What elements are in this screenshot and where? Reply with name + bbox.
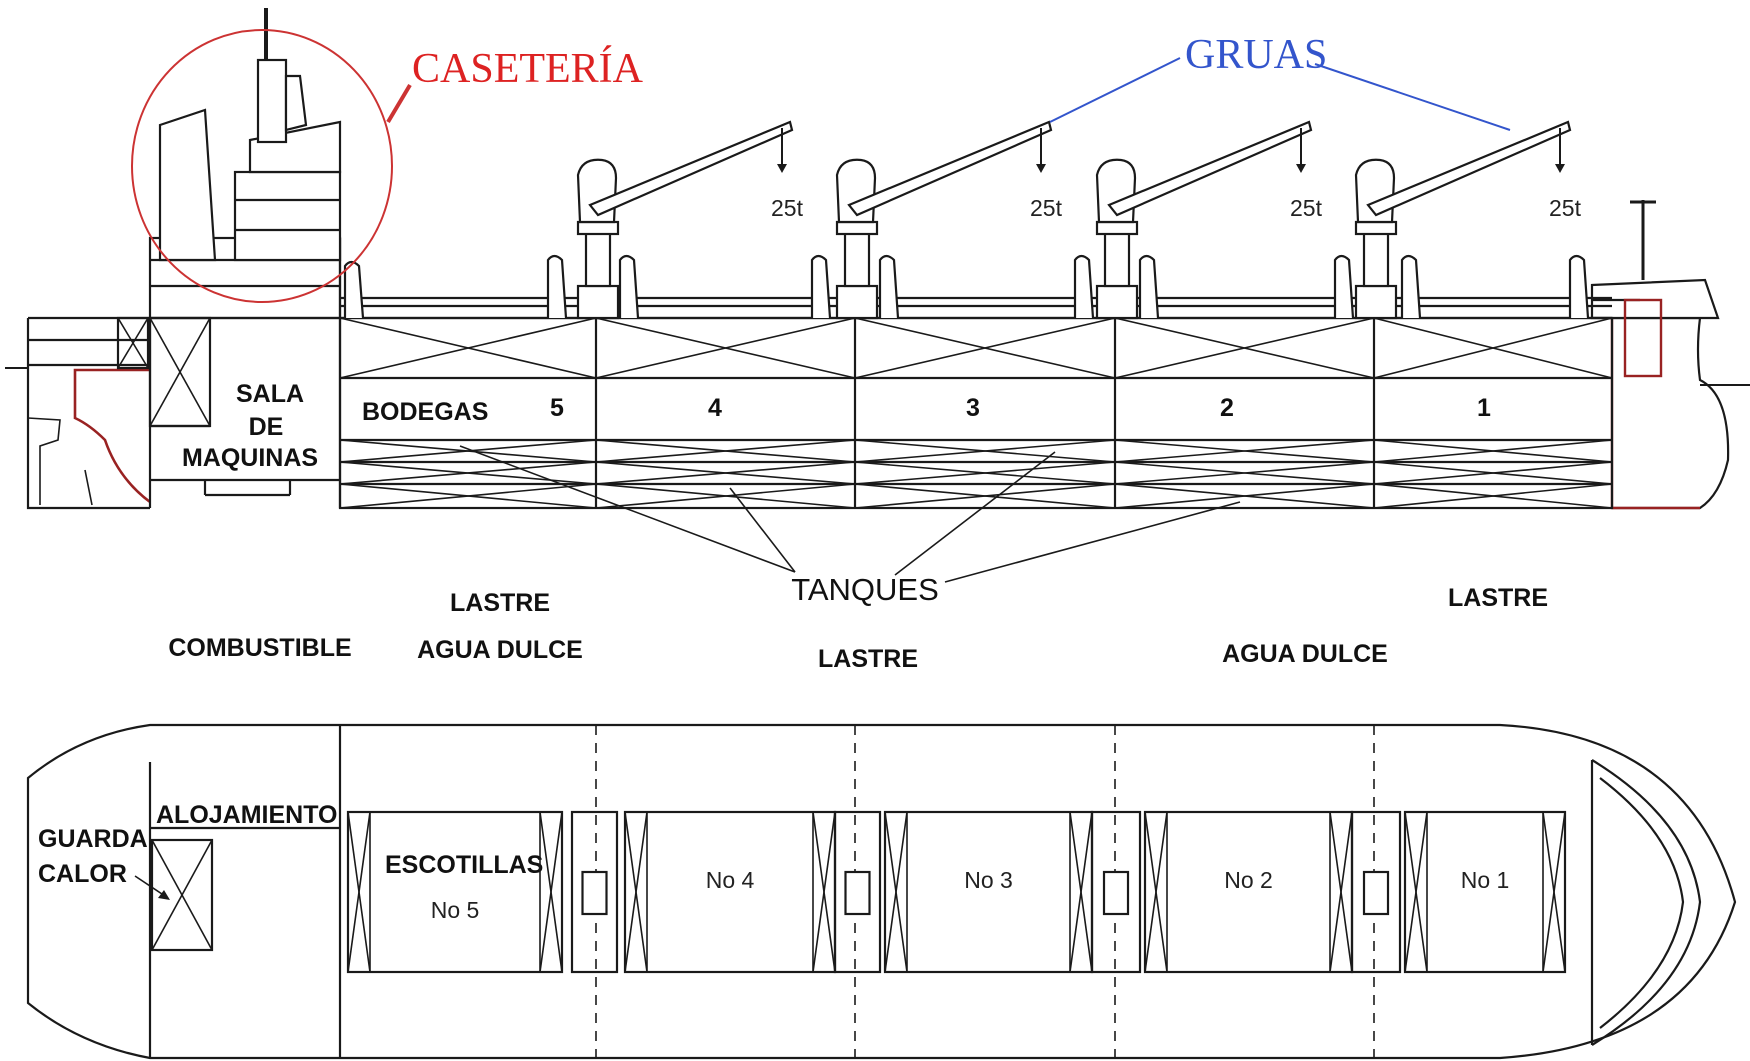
combustible-label: COMBUSTIBLE [168, 634, 351, 662]
escotillas-label: ESCOTILLAS [385, 851, 543, 879]
gruas-pointer-right [1314, 63, 1511, 131]
caseteria-circle [131, 29, 393, 303]
caseteria-label: CASETERÍA [412, 45, 644, 92]
hold-numbers: 5 4 3 2 1 [550, 394, 1491, 422]
crane-load-1: 25t [771, 195, 804, 221]
sala-label-1: SALA [236, 380, 304, 408]
hatch-4: No 4 [623, 810, 837, 974]
hatch-gap-1 [570, 810, 619, 974]
bow-chain-locker [1623, 298, 1663, 378]
hatch-gap-2 [833, 810, 882, 974]
cargo-hull [338, 254, 1614, 510]
hatch-gap-3 [1090, 810, 1142, 974]
deck-post-3 [618, 254, 640, 319]
crane-2: 25t [835, 120, 1063, 320]
bulkheads [594, 318, 1376, 508]
guarda-label-1: GUARDA [38, 825, 148, 853]
hatch-2: No 2 [1143, 810, 1354, 974]
guarda-label-2: CALOR [38, 860, 127, 888]
hold-number-5: 5 [550, 394, 564, 422]
deck-post-9 [1400, 254, 1422, 319]
deck-post-1 [343, 260, 365, 319]
deck-post-6 [1073, 254, 1095, 319]
hatch-label-1: No 1 [1461, 867, 1510, 893]
hold-number-3: 3 [966, 394, 980, 422]
plan-view: GUARDA CALOR ALOJAMIENTO ESCOTILLAS No 5… [26, 723, 1737, 1060]
stern-profile [5, 316, 340, 510]
hatch-gap-4 [1350, 810, 1402, 974]
lastre-mid-label: LASTRE [818, 645, 918, 673]
hatch-label-2: No 2 [1224, 867, 1273, 893]
hold-number-2: 2 [1220, 394, 1234, 422]
tanques-label: TANQUES [791, 572, 939, 607]
deck-post-5 [878, 254, 900, 319]
sala-label-2: DE [249, 413, 284, 441]
crane-3: 25t [1095, 120, 1323, 320]
agua-dulce-right-label: AGUA DULCE [1222, 640, 1388, 668]
tanques-pointers [459, 445, 1241, 583]
plan-bow-inner-2 [1599, 777, 1685, 1029]
deck-posts [343, 254, 1590, 319]
hatch-label-3: No 3 [964, 867, 1013, 893]
hatch-5: No 5 [346, 810, 564, 974]
crane-load-3: 25t [1290, 195, 1323, 221]
deck-post-4 [810, 254, 832, 319]
agua-dulce-left-label: AGUA DULCE [417, 636, 583, 664]
crane-load-4: 25t [1549, 195, 1582, 221]
hold-number-1: 1 [1477, 394, 1491, 422]
deck-post-7 [1138, 254, 1160, 319]
tank-crosses [339, 317, 1613, 509]
cranes: 25t 25t 25t 25t [576, 120, 1582, 320]
sala-label-3: MAQUINAS [182, 444, 318, 472]
deck-post-2 [546, 254, 568, 319]
hatch-label-5: No 5 [431, 897, 480, 923]
caseteria-pointer [386, 83, 412, 124]
gruas-label: GRUAS [1185, 32, 1327, 78]
deck-post-10 [1568, 254, 1590, 319]
lastre-left-label: LASTRE [450, 589, 550, 617]
plan-bow-inner [1591, 759, 1702, 1046]
lastre-right-label: LASTRE [1448, 584, 1548, 612]
bow-profile [1590, 200, 1750, 510]
superstructure [148, 8, 342, 508]
crane-1: 25t [576, 120, 804, 320]
hatch-label-4: No 4 [706, 867, 755, 893]
hatches: No 5 No 4 No 3 No 2 No 1 [346, 810, 1567, 974]
plan-hull-outline [26, 723, 1737, 1060]
hatch-1: No 1 [1403, 810, 1567, 974]
hatch-3: No 3 [883, 810, 1094, 974]
gruas-pointer-left [1049, 57, 1181, 123]
crane-load-2: 25t [1030, 195, 1063, 221]
stern-hull-red [73, 368, 151, 504]
bodegas-label: BODEGAS [362, 398, 488, 426]
crane-4: 25t [1354, 120, 1582, 320]
hold-number-4: 4 [708, 394, 722, 422]
alojamiento-label: ALOJAMIENTO [156, 801, 338, 829]
deck-post-8 [1333, 254, 1355, 319]
